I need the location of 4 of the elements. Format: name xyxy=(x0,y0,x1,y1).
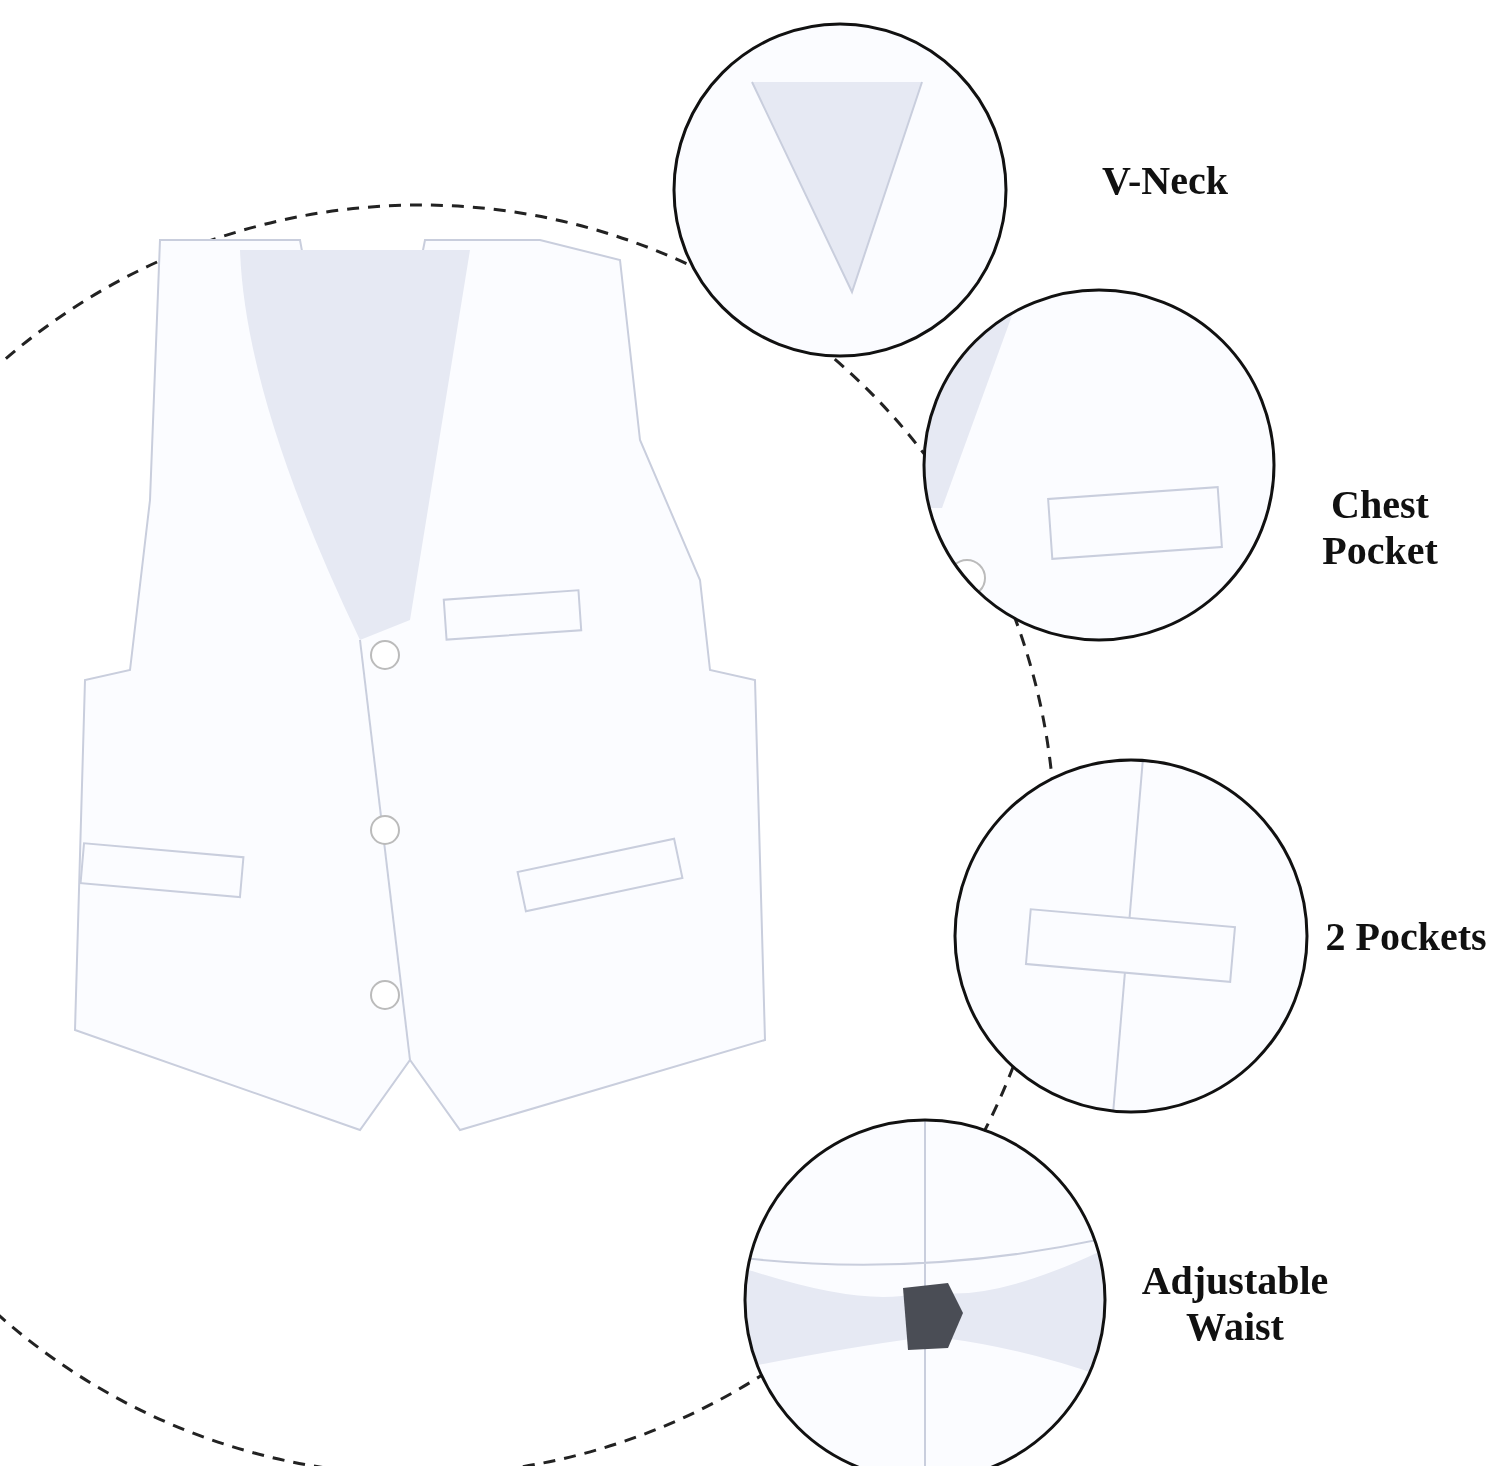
feature-label: V-Neck xyxy=(1101,158,1229,204)
feature-label: 2 Pockets xyxy=(1324,914,1488,960)
feature-label: Adjustable Waist xyxy=(1140,1258,1330,1350)
feature-label: Chest Pocket xyxy=(1321,482,1439,574)
